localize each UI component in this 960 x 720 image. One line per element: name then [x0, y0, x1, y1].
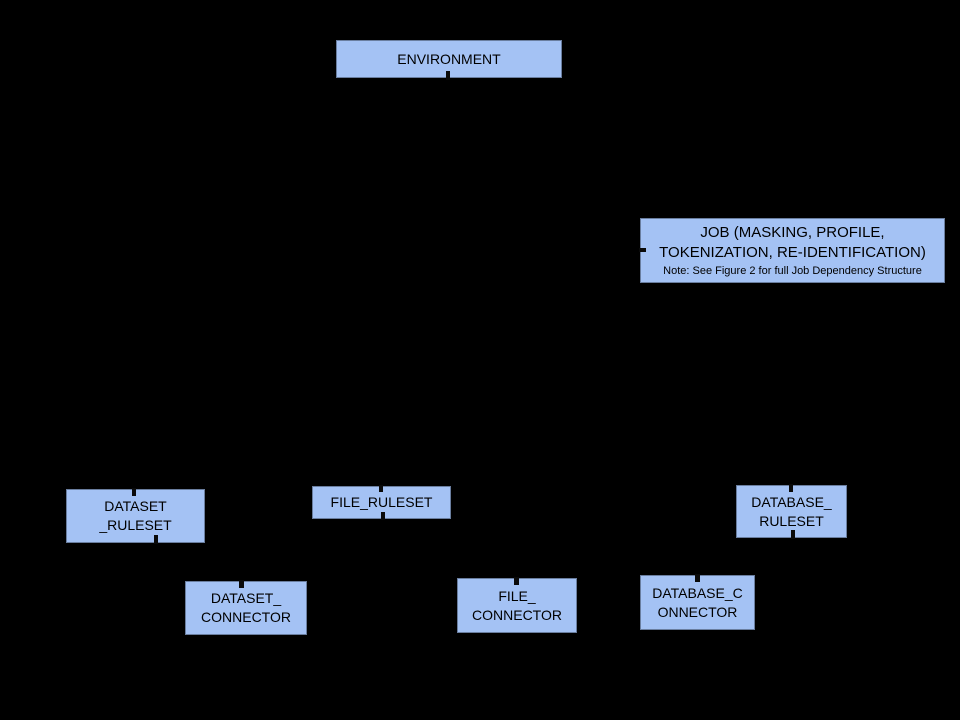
- node-database-ruleset-line1: DATABASE_: [751, 493, 832, 510]
- connector-stub-database-ruleset-bottom: [791, 530, 795, 539]
- node-file-connector-line2: CONNECTOR: [472, 606, 562, 623]
- node-dataset-connector-line2: CONNECTOR: [201, 609, 291, 625]
- node-database-connector-line2: ONNECTOR: [657, 603, 738, 620]
- node-dataset-ruleset: DATASET _RULESET: [66, 489, 205, 543]
- connector-stub-environment-bottom: [446, 71, 450, 80]
- node-file-connector-line1: FILE_: [498, 587, 536, 604]
- connector-stub-file-ruleset-top: [379, 485, 383, 492]
- node-job-label-line2: TOKENIZATION, RE-IDENTIFICATION): [659, 243, 926, 261]
- node-dataset-ruleset-line2: _RULESET: [99, 517, 172, 533]
- node-database-connector: DATABASE_C ONNECTOR: [640, 575, 755, 630]
- node-file-ruleset-label: FILE_RULESET: [330, 494, 433, 510]
- connector-stub-dataset-connector-top: [239, 580, 244, 588]
- node-database-ruleset-line2: RULESET: [759, 512, 824, 529]
- node-job: JOB (MASKING, PROFILE, TOKENIZATION, RE-…: [640, 218, 945, 283]
- node-file-connector: FILE_ CONNECTOR: [457, 578, 577, 633]
- node-dataset-connector-line1: DATASET_: [210, 590, 282, 606]
- node-dataset-ruleset-line1: DATASET: [104, 498, 167, 514]
- connector-stub-dataset-ruleset-bottom: [154, 535, 158, 544]
- connector-stub-file-connector-top: [514, 577, 519, 585]
- connector-stub-database-connector-top: [695, 574, 700, 582]
- node-database-connector-line1: DATABASE_C: [652, 584, 743, 601]
- connector-stub-file-ruleset-bottom: [381, 512, 385, 520]
- connector-stub-dataset-ruleset-top: [132, 488, 136, 496]
- node-database-ruleset: DATABASE_ RULESET: [736, 485, 847, 538]
- connector-stub-database-ruleset-top: [789, 484, 793, 492]
- node-job-label-line1: JOB (MASKING, PROFILE,: [700, 223, 885, 241]
- node-dataset-connector: DATASET_ CONNECTOR: [185, 581, 307, 635]
- connector-stub-job-left: [639, 248, 646, 252]
- node-environment-label: ENVIRONMENT: [397, 50, 501, 67]
- node-job-note: Note: See Figure 2 for full Job Dependen…: [663, 264, 922, 277]
